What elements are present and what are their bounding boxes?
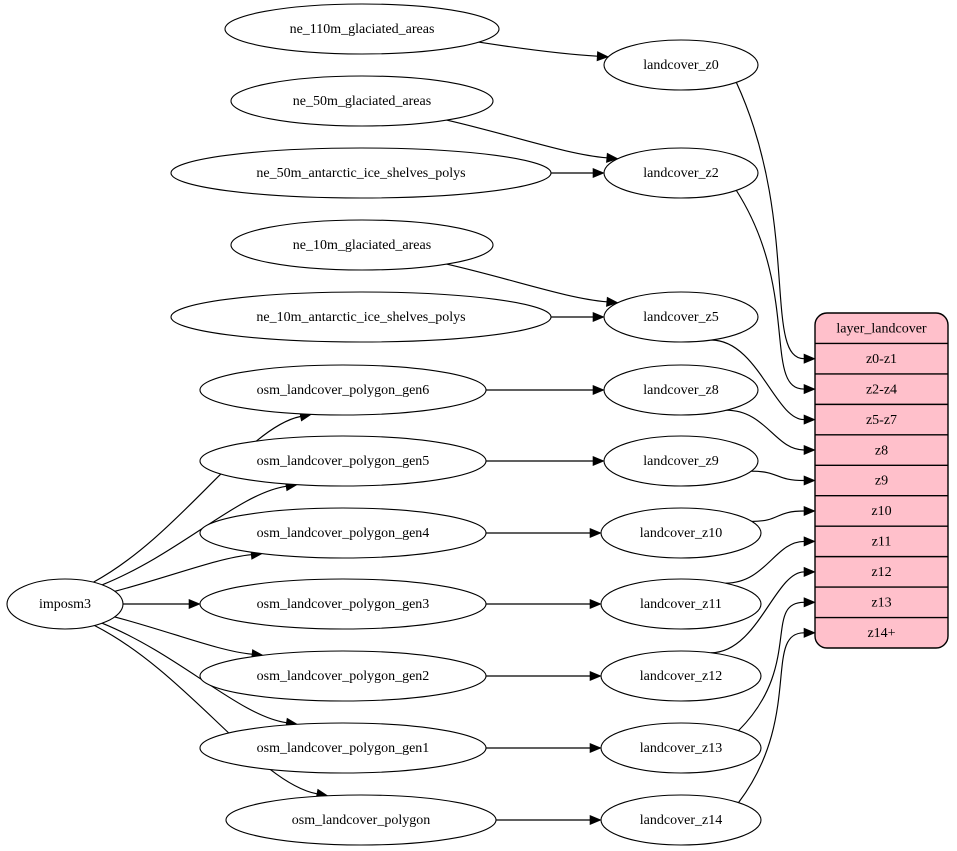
edge-imposm3-to-osm_landcover_polygon_gen6 — [93, 415, 301, 583]
edge-landcover_z8-to-layer_landcover-z8 — [726, 409, 805, 451]
node-landcover_z9[interactable]: landcover_z9 — [603, 435, 759, 487]
node-ne_50m_antarctic_ice_shelves_polys[interactable]: ne_50m_antarctic_ice_shelves_polys — [170, 147, 552, 199]
node-landcover_z8[interactable]: landcover_z8 — [603, 364, 759, 416]
edge-landcover_z14-to-layer_landcover-z14--arrowhead — [803, 627, 816, 638]
edge-ne_10m_antarctic_ice_shelves_polys-to-landcover_z5-arrowhead — [592, 311, 605, 323]
node-osm_landcover_polygon_gen3[interactable]: osm_landcover_polygon_gen3 — [199, 578, 487, 630]
node-shape-osm_landcover_polygon_gen1 — [199, 722, 487, 774]
node-ne_10m_glaciated_areas[interactable]: ne_10m_glaciated_areas — [230, 219, 494, 271]
node-landcover_z0[interactable]: landcover_z0 — [603, 39, 759, 91]
node-landcover_z10[interactable]: landcover_z10 — [600, 507, 762, 559]
edge-osm_landcover_polygon_gen6-to-landcover_z8-arrowhead — [592, 384, 605, 396]
edge-osm_landcover_polygon_gen3-to-landcover_z11-arrowhead — [589, 598, 602, 610]
edge-ne_110m_glaciated_areas-to-landcover_z0 — [478, 41, 598, 57]
node-landcover_z12[interactable]: landcover_z12 — [600, 650, 762, 702]
edge-landcover_z9-to-layer_landcover-z9 — [751, 470, 805, 482]
node-osm_landcover_polygon_gen5[interactable]: osm_landcover_polygon_gen5 — [199, 435, 487, 487]
edge-landcover_z11-to-layer_landcover-z11-arrowhead — [803, 536, 816, 547]
edge-landcover_z11-to-layer_landcover-z11 — [725, 540, 805, 584]
edge-osm_landcover_polygon_gen4-to-landcover_z10-arrowhead — [589, 527, 602, 539]
node-shape-osm_landcover_polygon_gen2 — [199, 650, 487, 702]
edge-ne_10m_glaciated_areas-to-landcover_z5-arrowhead — [606, 296, 619, 307]
nodes-layer: imposm3 ne_110m_glaciated_areas ne_50m_gla… — [6, 3, 762, 846]
node-osm_landcover_polygon_gen6[interactable]: osm_landcover_polygon_gen6 — [199, 364, 487, 416]
node-shape-landcover_z11 — [600, 578, 762, 630]
node-landcover_z5[interactable]: landcover_z5 — [603, 291, 759, 343]
node-osm_landcover_polygon[interactable]: osm_landcover_polygon — [225, 794, 497, 846]
edge-landcover_z0-to-layer_landcover-z0-z1-arrowhead — [803, 353, 816, 364]
node-shape-ne_10m_glaciated_areas — [230, 219, 494, 271]
edge-landcover_z10-to-layer_landcover-z10 — [751, 510, 805, 522]
edge-imposm3-to-osm_landcover_polygon_gen4 — [114, 554, 252, 592]
edge-ne_50m_glaciated_areas-to-landcover_z2-arrowhead — [606, 152, 619, 163]
edge-landcover_z14-to-layer_landcover-z14- — [738, 632, 805, 803]
node-ne_110m_glaciated_areas[interactable]: ne_110m_glaciated_areas — [224, 3, 500, 55]
edge-landcover_z12-to-layer_landcover-z12-arrowhead — [803, 566, 816, 577]
edge-ne_50m_glaciated_areas-to-landcover_z2 — [446, 119, 607, 159]
node-osm_landcover_polygon_gen2[interactable]: osm_landcover_polygon_gen2 — [199, 650, 487, 702]
edge-imposm3-to-osm_landcover_polygon_gen3-arrowhead — [188, 598, 201, 610]
edge-landcover_z0-to-layer_landcover-z0-z1 — [735, 82, 805, 360]
node-shape-landcover_z14 — [600, 794, 762, 846]
edge-osm_landcover_polygon_gen1-to-landcover_z13-arrowhead — [589, 742, 602, 754]
node-shape-ne_110m_glaciated_areas — [224, 3, 500, 55]
node-shape-osm_landcover_polygon_gen6 — [199, 364, 487, 416]
node-shape-landcover_z9 — [603, 435, 759, 487]
edge-landcover_z8-to-layer_landcover-z8-arrowhead — [803, 444, 816, 456]
node-shape-osm_landcover_polygon_gen3 — [199, 578, 487, 630]
edge-landcover_z13-to-layer_landcover-z13 — [738, 601, 805, 731]
node-shape-landcover_z8 — [603, 364, 759, 416]
edge-landcover_z2-to-layer_landcover-z2-z4 — [735, 190, 805, 390]
node-shape-imposm3 — [6, 578, 124, 630]
edge-osm_landcover_polygon_gen5-to-landcover_z9-arrowhead — [592, 455, 605, 467]
edge-landcover_z5-to-layer_landcover-z5-z7 — [711, 339, 805, 421]
node-osm_landcover_polygon_gen1[interactable]: osm_landcover_polygon_gen1 — [199, 722, 487, 774]
node-shape-ne_10m_antarctic_ice_shelves_polys — [170, 291, 552, 343]
edge-ne_110m_glaciated_areas-to-landcover_z0-arrowhead — [596, 51, 610, 62]
edge-landcover_z2-to-layer_landcover-z2-z4-arrowhead — [803, 384, 816, 395]
layer-landcover-table-body — [814, 312, 949, 649]
node-landcover_z13[interactable]: landcover_z13 — [600, 722, 762, 774]
edge-landcover_z9-to-layer_landcover-z9-arrowhead — [803, 475, 816, 486]
edge-imposm3-to-osm_landcover_polygon — [94, 624, 318, 795]
edge-imposm3-to-osm_landcover_polygon_gen2 — [114, 616, 253, 655]
node-shape-landcover_z13 — [600, 722, 762, 774]
node-shape-landcover_z10 — [600, 507, 762, 559]
node-ne_10m_antarctic_ice_shelves_polys[interactable]: ne_10m_antarctic_ice_shelves_polys — [170, 291, 552, 343]
edge-landcover_z13-to-layer_landcover-z13-arrowhead — [803, 597, 816, 608]
edge-landcover_z12-to-layer_landcover-z12 — [710, 571, 805, 654]
node-osm_landcover_polygon_gen4[interactable]: osm_landcover_polygon_gen4 — [199, 507, 487, 559]
node-shape-landcover_z5 — [603, 291, 759, 343]
node-shape-osm_landcover_polygon — [225, 794, 497, 846]
node-landcover_z14[interactable]: landcover_z14 — [600, 794, 762, 846]
node-shape-ne_50m_antarctic_ice_shelves_polys — [170, 147, 552, 199]
node-shape-landcover_z0 — [603, 39, 759, 91]
node-shape-osm_landcover_polygon_gen5 — [199, 435, 487, 487]
edge-landcover_z5-to-layer_landcover-z5-z7-arrowhead — [803, 414, 816, 425]
node-shape-landcover_z2 — [603, 147, 759, 199]
edge-ne_50m_antarctic_ice_shelves_polys-to-landcover_z2-arrowhead — [592, 167, 605, 179]
node-shape-landcover_z12 — [600, 650, 762, 702]
layer-landcover-table: layer_landcoverz0-z1z2-z4z5-z7z8z9z10z11… — [814, 312, 949, 649]
node-landcover_z2[interactable]: landcover_z2 — [603, 147, 759, 199]
node-ne_50m_glaciated_areas[interactable]: ne_50m_glaciated_areas — [230, 75, 494, 127]
edge-osm_landcover_polygon-to-landcover_z14-arrowhead — [589, 814, 602, 826]
edge-ne_10m_glaciated_areas-to-landcover_z5 — [446, 263, 607, 303]
edges-layer — [93, 41, 816, 826]
node-landcover_z11[interactable]: landcover_z11 — [600, 578, 762, 630]
node-imposm3[interactable]: imposm3 — [6, 578, 124, 630]
edge-landcover_z10-to-layer_landcover-z10-arrowhead — [803, 505, 816, 517]
edge-osm_landcover_polygon_gen2-to-landcover_z12-arrowhead — [589, 670, 602, 682]
node-shape-osm_landcover_polygon_gen4 — [199, 507, 487, 559]
node-shape-ne_50m_glaciated_areas — [230, 75, 494, 127]
